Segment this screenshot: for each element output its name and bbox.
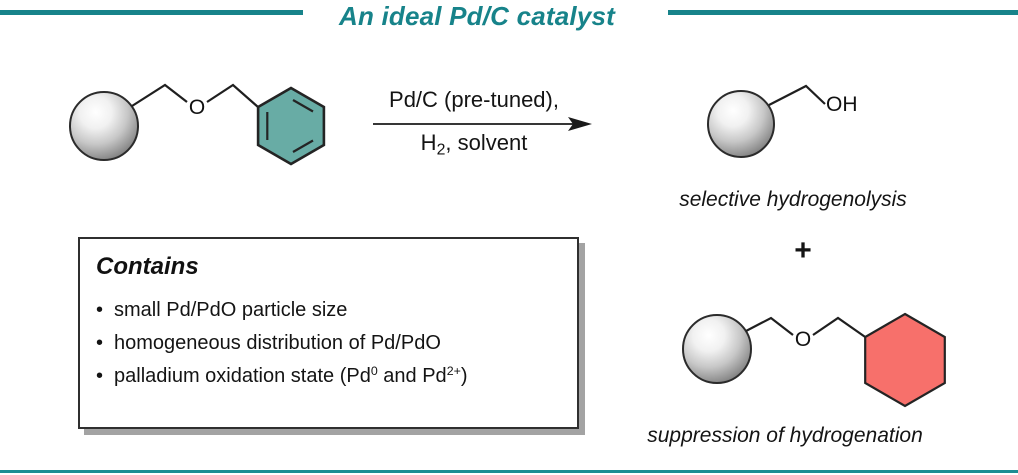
oxidation-superscript: 0	[370, 364, 378, 379]
reactant-structure	[69, 83, 326, 166]
product2-caption: suppression of hydrogenation	[647, 424, 923, 447]
header-rule-left	[0, 10, 303, 15]
figure-title: An ideal Pd/C catalyst	[338, 1, 616, 31]
hydrogen-label: H	[420, 130, 437, 155]
bullet-icon: •	[96, 365, 104, 387]
solvent-label: , solvent	[445, 130, 528, 155]
bullet-text: and Pd	[377, 365, 447, 387]
hydroxyl-label: OH	[826, 93, 858, 116]
double-bond	[292, 99, 314, 113]
hydrogen-subscript: 2	[436, 141, 446, 159]
contains-box: Contains • small Pd/PdO particle size • ho…	[78, 237, 579, 429]
bond	[745, 316, 794, 336]
bullet-item-distribution: • homogeneous distribution of Pd/PdO	[96, 327, 577, 360]
bullet-icon: •	[96, 332, 104, 354]
footer-rule	[0, 470, 1018, 473]
ether-oxygen-label: O	[794, 328, 812, 351]
bullet-icon: •	[96, 299, 104, 321]
reaction-arrow	[373, 117, 592, 131]
bond	[812, 316, 866, 338]
bullet-text: homogeneous distribution of Pd/PdO	[114, 332, 441, 354]
product1-caption: selective hydrogenolysis	[679, 188, 907, 211]
bond	[206, 83, 259, 108]
contains-box-title: Contains	[96, 253, 199, 280]
ether-oxygen-label: O	[188, 96, 206, 119]
arrow-conditions-line1: Pd/C (pre-tuned),	[389, 87, 559, 112]
cyclohexane-ring	[864, 312, 946, 408]
bullet-text: small Pd/PdO particle size	[114, 299, 348, 321]
bullet-item-oxidation-state: • palladium oxidation state (Pd0 and Pd2+…	[96, 360, 577, 393]
bond	[768, 84, 826, 106]
polymer-bead	[682, 314, 752, 384]
bullet-text: palladium oxidation state (Pd	[114, 365, 371, 387]
bond	[131, 83, 188, 107]
bullet-item-particle-size: • small Pd/PdO particle size	[96, 294, 577, 327]
polymer-bead	[707, 90, 775, 158]
contains-bullet-list: • small Pd/PdO particle size • homogeneous…	[96, 294, 577, 393]
arrow-head	[568, 117, 592, 131]
benzene-ring	[256, 86, 326, 166]
bullet-text: )	[460, 365, 468, 387]
double-bond	[292, 139, 314, 153]
product1-structure	[707, 84, 826, 158]
oxidation-superscript: 2+	[446, 364, 461, 379]
header-rule-right	[668, 10, 1018, 15]
arrow-conditions-line2: H2, solvent	[354, 130, 594, 163]
product2-structure	[682, 312, 946, 408]
polymer-bead	[69, 91, 139, 161]
plus-sign: +	[794, 234, 812, 267]
